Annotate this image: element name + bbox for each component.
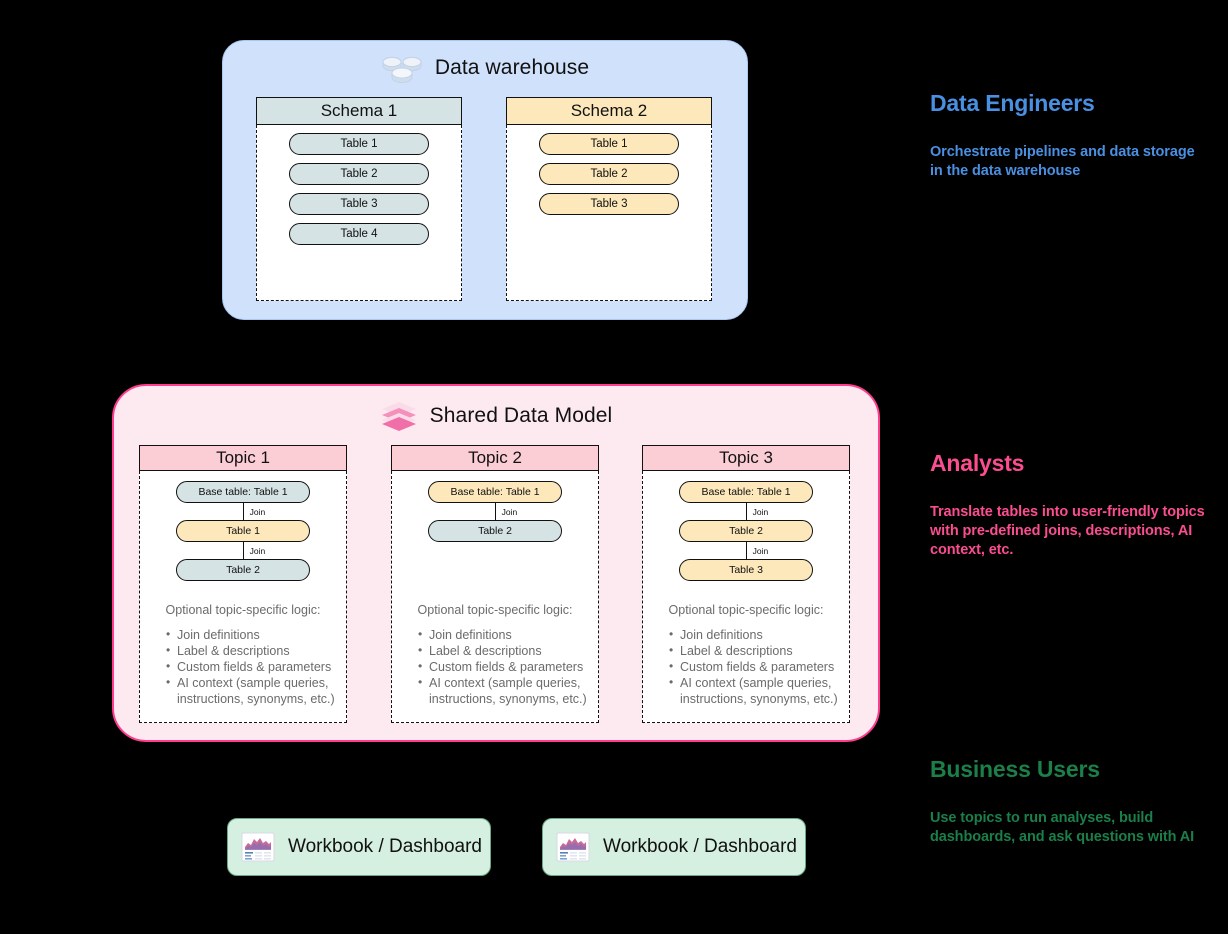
join-connector: Join xyxy=(176,503,310,520)
shared-data-model-title-row: Shared Data Model xyxy=(114,400,878,432)
persona-analysts: Analysts Translate tables into user-frie… xyxy=(930,450,1210,560)
logic-item: Join definitions xyxy=(669,626,849,643)
shared-data-model-title: Shared Data Model xyxy=(429,404,613,427)
stacked-layers-icon xyxy=(380,400,418,432)
join-line xyxy=(746,503,747,520)
schema-box-2: Schema 2 Table 1 Table 2 Table 3 xyxy=(506,97,712,301)
logic-item: Custom fields & parameters xyxy=(669,658,849,675)
topic-3-header: Topic 3 xyxy=(642,445,850,471)
persona-title: Business Users xyxy=(930,756,1100,782)
join-label: Join xyxy=(752,545,769,556)
join-line xyxy=(746,542,747,559)
topic-box-2: Topic 2 Base table: Table 1 Join Table 2… xyxy=(391,445,599,723)
data-warehouse-panel: Data warehouse Schema 1 Table 1 Table 2 … xyxy=(222,40,748,320)
topic-1-table-chain: Base table: Table 1 Join Table 1 Join Ta… xyxy=(140,481,346,591)
workbook-dashboard-card-2[interactable]: Workbook / Dashboard xyxy=(542,818,806,876)
table-pill[interactable]: Table 2 xyxy=(428,520,562,542)
join-connector: Join xyxy=(176,542,310,559)
table-pill[interactable]: Table 2 xyxy=(679,520,813,542)
workbook-label: Workbook / Dashboard xyxy=(603,836,797,857)
logic-item: Custom fields & parameters xyxy=(418,658,598,675)
table-pill[interactable]: Table 3 xyxy=(679,559,813,581)
logic-item: Label & descriptions xyxy=(669,642,849,659)
schema-box-1: Schema 1 Table 1 Table 2 Table 3 Table 4 xyxy=(256,97,462,301)
logic-title: Optional topic-specific logic: xyxy=(668,603,824,617)
base-table-pill[interactable]: Base table: Table 1 xyxy=(428,481,562,503)
logic-item: AI context (sample queries, instructions… xyxy=(418,674,598,707)
dashboard-card-icon xyxy=(556,830,590,864)
table-pill[interactable]: Table 1 xyxy=(539,133,679,155)
schema-2-tables: Table 1 Table 2 Table 3 xyxy=(506,125,712,301)
database-pucks-icon xyxy=(381,51,423,85)
join-connector: Join xyxy=(428,503,562,520)
base-table-pill[interactable]: Base table: Table 1 xyxy=(176,481,310,503)
schema-1-tables: Table 1 Table 2 Table 3 Table 4 xyxy=(256,125,462,301)
logic-list: Join definitions Label & descriptions Cu… xyxy=(643,626,849,707)
logic-item: Custom fields & parameters xyxy=(166,658,346,675)
dashboard-card-icon xyxy=(241,830,275,864)
topic-2-table-chain: Base table: Table 1 Join Table 2 xyxy=(392,481,598,591)
persona-title: Data Engineers xyxy=(930,90,1095,116)
table-pill[interactable]: Table 2 xyxy=(176,559,310,581)
table-pill[interactable]: Table 3 xyxy=(539,193,679,215)
workbook-dashboard-card-1[interactable]: Workbook / Dashboard xyxy=(227,818,491,876)
join-label: Join xyxy=(249,506,266,517)
persona-data-engineers: Data Engineers Orchestrate pipelines and… xyxy=(930,90,1210,181)
logic-item: Label & descriptions xyxy=(418,642,598,659)
logic-title: Optional topic-specific logic: xyxy=(165,603,321,617)
logic-title: Optional topic-specific logic: xyxy=(417,603,573,617)
join-label: Join xyxy=(249,545,266,556)
logic-item: Join definitions xyxy=(166,626,346,643)
topic-1-header: Topic 1 xyxy=(139,445,347,471)
logic-item: Join definitions xyxy=(418,626,598,643)
workbook-label: Workbook / Dashboard xyxy=(288,836,482,857)
table-pill[interactable]: Table 3 xyxy=(289,193,429,215)
table-pill[interactable]: Table 2 xyxy=(539,163,679,185)
schema-2-header: Schema 2 xyxy=(506,97,712,125)
persona-description: Orchestrate pipelines and data storage i… xyxy=(930,144,1195,179)
table-pill[interactable]: Table 4 xyxy=(289,223,429,245)
persona-title: Analysts xyxy=(930,450,1025,476)
join-line xyxy=(495,503,496,520)
topic-2-header: Topic 2 xyxy=(391,445,599,471)
shared-data-model-panel: Shared Data Model Topic 1 Base table: Ta… xyxy=(112,384,880,742)
logic-item: Label & descriptions xyxy=(166,642,346,659)
table-pill[interactable]: Table 2 xyxy=(289,163,429,185)
topic-3-table-chain: Base table: Table 1 Join Table 2 Join Ta… xyxy=(643,481,849,591)
persona-description: Translate tables into user-friendly topi… xyxy=(930,504,1205,558)
data-warehouse-title: Data warehouse xyxy=(434,56,590,79)
join-label: Join xyxy=(501,506,518,517)
base-table-pill[interactable]: Base table: Table 1 xyxy=(679,481,813,503)
table-pill[interactable]: Table 1 xyxy=(289,133,429,155)
join-line xyxy=(243,542,244,559)
logic-list: Join definitions Label & descriptions Cu… xyxy=(392,626,598,707)
logic-list: Join definitions Label & descriptions Cu… xyxy=(140,626,346,707)
topic-1-body: Base table: Table 1 Join Table 1 Join Ta… xyxy=(139,471,347,723)
table-pill[interactable]: Table 1 xyxy=(176,520,310,542)
logic-item: AI context (sample queries, instructions… xyxy=(166,674,346,707)
topic-box-3: Topic 3 Base table: Table 1 Join Table 2… xyxy=(642,445,850,723)
topic-3-body: Base table: Table 1 Join Table 2 Join Ta… xyxy=(642,471,850,723)
topic-2-body: Base table: Table 1 Join Table 2 Optiona… xyxy=(391,471,599,723)
schema-1-header: Schema 1 xyxy=(256,97,462,125)
topic-box-1: Topic 1 Base table: Table 1 Join Table 1… xyxy=(139,445,347,723)
join-label: Join xyxy=(752,506,769,517)
join-connector: Join xyxy=(679,503,813,520)
join-line xyxy=(243,503,244,520)
persona-business-users: Business Users Use topics to run analyse… xyxy=(930,756,1210,847)
join-connector: Join xyxy=(679,542,813,559)
data-warehouse-title-row: Data warehouse xyxy=(223,51,747,85)
persona-description: Use topics to run analyses, build dashbo… xyxy=(930,810,1195,845)
logic-item: AI context (sample queries, instructions… xyxy=(669,674,849,707)
